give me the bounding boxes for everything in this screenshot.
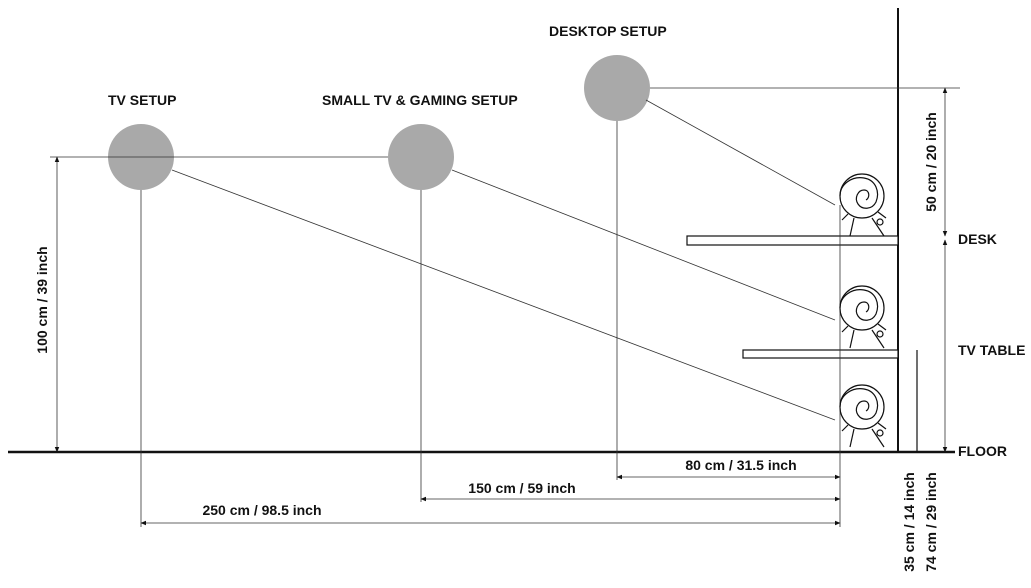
sightline-tv [171,169,836,421]
label-tv-table: TV TABLE [958,342,1025,358]
dim-desk-height: 74 cm / 29 inch [923,472,939,572]
sightline-desktop [645,99,836,206]
dim-small-tv-distance: 150 cm / 59 inch [468,480,575,496]
label-tv-setup: TV SETUP [108,92,176,108]
tv-table-shelf [742,349,899,359]
speaker-tv-table [839,285,887,349]
label-desktop-setup: DESKTOP SETUP [549,23,667,39]
sightline-small-tv [451,169,836,321]
desk-shelf [686,235,899,246]
dim-tv-table-height: 35 cm / 14 inch [901,472,917,572]
dim-desk-above: 50 cm / 20 inch [923,112,939,212]
head-desktop-setup [584,55,650,121]
dim-tv-distance: 250 cm / 98.5 inch [202,502,321,518]
label-small-tv-setup: SMALL TV & GAMING SETUP [322,92,518,108]
speaker-floor [839,384,887,448]
label-desk: DESK [958,231,997,247]
label-floor: FLOOR [958,443,1007,459]
speaker-desk [839,173,887,237]
dim-desktop-distance: 80 cm / 31.5 inch [685,457,796,473]
dim-ear-height: 100 cm / 39 inch [34,246,50,353]
head-small-tv-setup [388,124,454,190]
